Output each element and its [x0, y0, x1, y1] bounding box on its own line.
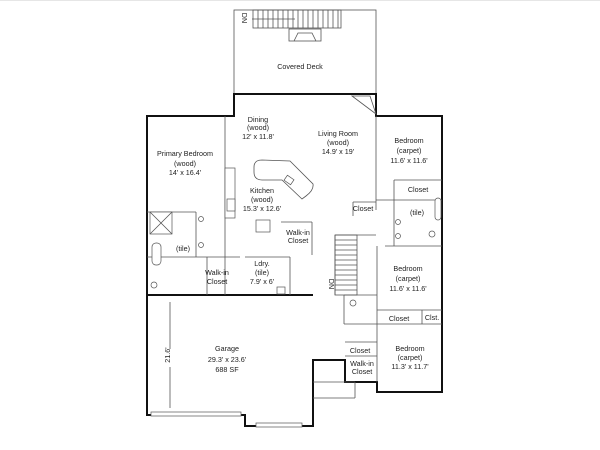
- garage-dimension-label: 21.6': [163, 347, 172, 363]
- primary-floor: (wood): [174, 159, 196, 168]
- stairs-down-label-2: DN: [327, 279, 336, 289]
- primary-size: 14' x 16.4': [169, 168, 202, 177]
- living-size: 14.9' x 19': [322, 147, 355, 156]
- sink-icon: [283, 174, 295, 186]
- bedroom2-size: 11.6' x 11.6': [389, 284, 427, 293]
- bath-primary-label: (tile): [176, 244, 190, 253]
- bedroom3-name: Bedroom: [395, 344, 424, 353]
- kitchen-size: 15.3' x 12.6': [243, 204, 282, 213]
- closet-bed3-label: Closet: [350, 346, 370, 355]
- deck-stairs: [252, 9, 342, 29]
- garage-door: [150, 411, 242, 417]
- walkin-primary-line1: Walk-in: [205, 268, 229, 277]
- stairs-down-label: DN: [240, 13, 249, 23]
- garage-door-2: [255, 422, 303, 428]
- kitchen-island: [253, 159, 314, 200]
- sink-icon-right-2: [395, 233, 401, 239]
- bedroom3-size: 11.3' x 11.7': [391, 362, 429, 371]
- fireplace: [288, 28, 322, 42]
- kitchen-name: Kitchen: [250, 186, 274, 195]
- bedroom3-floor: (carpet): [398, 353, 423, 362]
- walkin-bed3-line2: Closet: [352, 367, 372, 376]
- fixtures: [149, 95, 442, 428]
- sink-icon-primary-2: [198, 242, 204, 248]
- primary-name: Primary Bedroom: [157, 149, 213, 158]
- interior-stairs: [334, 234, 358, 296]
- garage-name: Garage: [215, 344, 239, 353]
- covered-deck-label: Covered Deck: [277, 62, 323, 71]
- dining-floor: (wood): [247, 123, 269, 132]
- closet-living-label: Closet: [353, 204, 373, 213]
- toilet-icon-right: [428, 230, 436, 238]
- laundry-name: Ldry.: [254, 259, 269, 268]
- dining-size: 12' x 11.8': [242, 132, 274, 141]
- bedroom2-floor: (carpet): [396, 274, 421, 283]
- sink-icon-primary: [198, 216, 204, 222]
- garage-area: 688 SF: [215, 365, 239, 374]
- garage-size: 29.3' x 23.6': [208, 355, 247, 364]
- bedroom1-size: 11.6' x 11.6': [390, 156, 428, 165]
- bathtub-icon: [151, 242, 162, 266]
- bedroom2-name: Bedroom: [393, 264, 422, 273]
- sink-icon-right: [395, 219, 401, 225]
- closet-bed1-label: Closet: [408, 185, 428, 194]
- clst-label: Clst.: [425, 313, 439, 322]
- washer-icon: [276, 286, 286, 295]
- dining-name: Dining: [248, 115, 268, 124]
- walkin-bed3-line1: Walk-in: [350, 359, 374, 368]
- closet-bed2-label: Closet: [389, 314, 409, 323]
- stove-icon: [226, 198, 236, 212]
- bedroom1-name: Bedroom: [394, 136, 423, 145]
- counter: [224, 167, 236, 219]
- toilet-icon-hall: [349, 299, 357, 307]
- covered-deck: [233, 9, 377, 95]
- toilet-icon: [150, 281, 158, 289]
- exterior-wall: [146, 93, 443, 427]
- walkin-kitchen-line2: Closet: [288, 236, 308, 245]
- fireplace-living: [350, 95, 377, 116]
- living-floor: (wood): [327, 138, 349, 147]
- kitchen-floor: (wood): [251, 195, 273, 204]
- walkin-kitchen-line1: Walk-in: [286, 228, 310, 237]
- walkin-primary-line2: Closet: [207, 277, 227, 286]
- bathtub-icon-right: [434, 197, 442, 221]
- fridge-icon: [255, 219, 271, 233]
- bedroom1-floor: (carpet): [397, 146, 422, 155]
- living-name: Living Room: [318, 129, 358, 138]
- bath-right-label: (tile): [410, 208, 424, 217]
- laundry-floor: (tile): [255, 268, 269, 277]
- laundry-size: 7.9' x 6': [250, 277, 275, 286]
